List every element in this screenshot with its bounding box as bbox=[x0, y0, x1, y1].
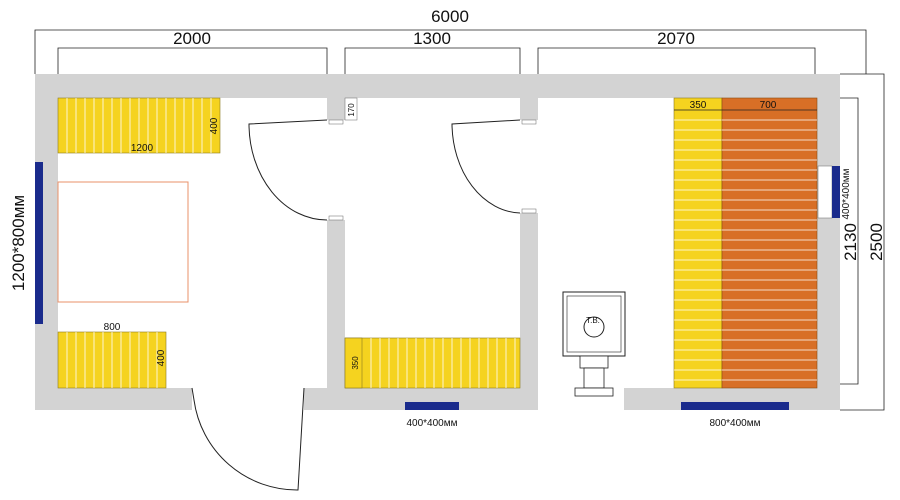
partition-label: 170 bbox=[347, 103, 356, 117]
left-window bbox=[35, 162, 43, 324]
steam-upper-shelf-label: 700 bbox=[760, 100, 777, 111]
room1-table-outline bbox=[57, 181, 189, 303]
room1-top-bench-length: 1200 bbox=[131, 143, 154, 154]
middle-window-label: 400*400мм bbox=[406, 418, 457, 429]
room3-width-label: 2070 bbox=[657, 29, 695, 48]
overall-depth-label: 2500 bbox=[867, 223, 886, 261]
steam-lower-shelf bbox=[673, 97, 723, 389]
room1-bottom-bench-depth: 400 bbox=[156, 349, 167, 366]
room1-width-label: 2000 bbox=[173, 29, 211, 48]
room1-bottom-bench bbox=[57, 331, 167, 389]
room1-top-bench bbox=[57, 97, 221, 154]
room1-bottom-bench-length: 800 bbox=[104, 322, 121, 333]
bottom-right-window bbox=[681, 402, 789, 410]
left-window-label: 1200*800мм bbox=[9, 195, 28, 291]
room2-width-label: 1300 bbox=[413, 29, 451, 48]
overall-length-label: 6000 bbox=[431, 7, 469, 26]
steam-lower-shelf-label: 350 bbox=[690, 100, 707, 111]
right-window-frame bbox=[817, 165, 833, 219]
dimension-lines bbox=[34, 29, 885, 411]
steam-upper-shelf bbox=[721, 97, 818, 389]
doors bbox=[191, 119, 521, 491]
room2-bench bbox=[344, 337, 521, 389]
walls bbox=[35, 74, 840, 410]
inner-depth-label: 2130 bbox=[841, 223, 860, 261]
middle-window bbox=[405, 402, 459, 410]
bottom-right-window-label: 800*400мм bbox=[709, 418, 760, 429]
room1-top-bench-depth: 400 bbox=[209, 117, 220, 134]
stove-label: Т.В. bbox=[586, 316, 600, 325]
room2-bench-depth: 350 bbox=[351, 356, 360, 370]
right-window bbox=[832, 166, 840, 218]
stove bbox=[562, 291, 626, 397]
right-window-label: 400*400мм bbox=[841, 168, 852, 219]
